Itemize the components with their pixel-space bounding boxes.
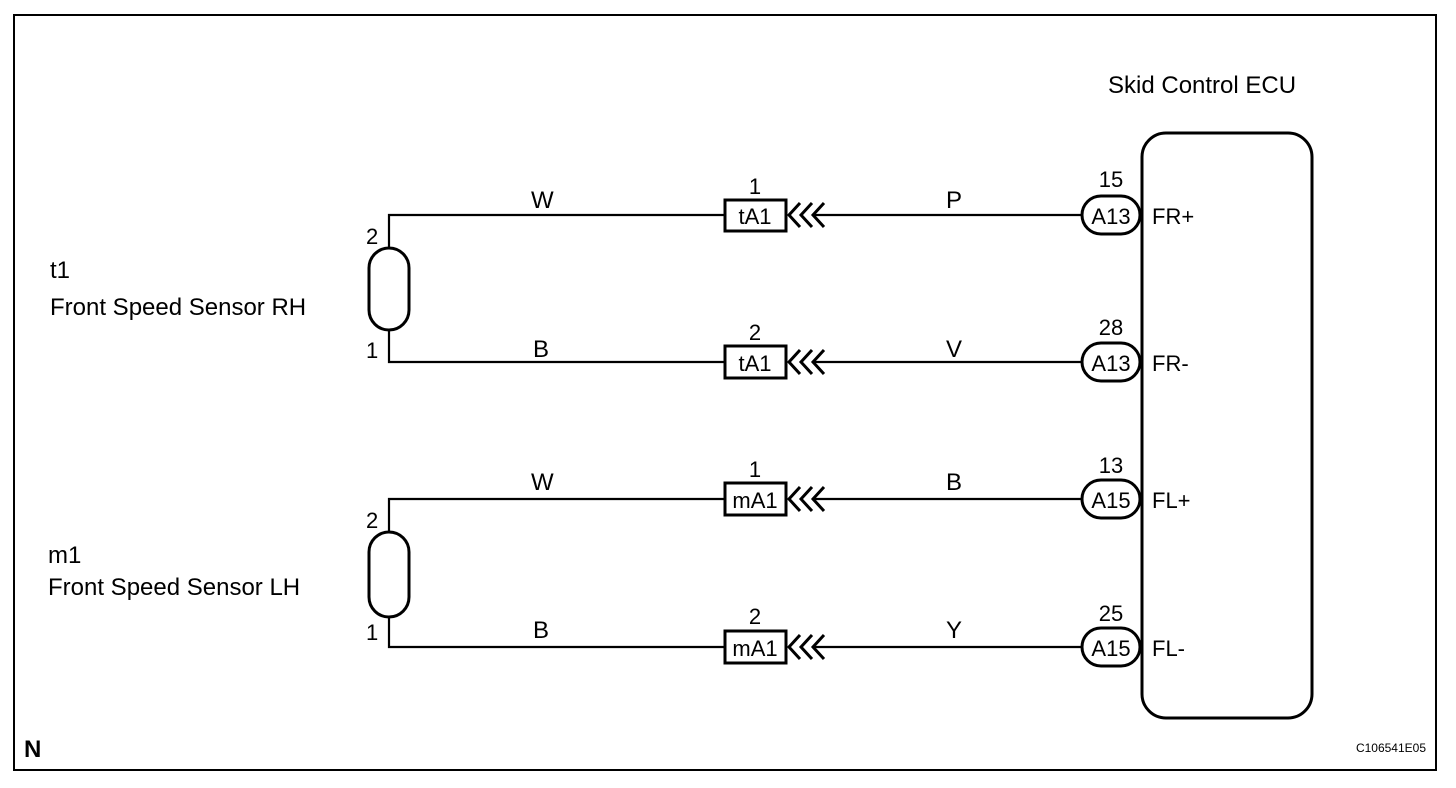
sensor-name: Front Speed Sensor LH bbox=[48, 574, 300, 601]
sensor-pin-top: 2 bbox=[366, 224, 378, 249]
skid-control-ecu: Skid Control ECU bbox=[1108, 72, 1314, 720]
wire bbox=[387, 330, 725, 364]
junction-connector-label: mA1 bbox=[732, 636, 777, 661]
sensor-lh: m1 Front Speed Sensor LH 2 1 bbox=[48, 508, 411, 645]
ecu-signal-label: FR- bbox=[1152, 351, 1189, 376]
wire-color-label: B bbox=[946, 469, 962, 496]
junction-pin-label: 1 bbox=[749, 174, 761, 199]
sensor-pin-bottom: 1 bbox=[366, 620, 378, 645]
sensor-name: Front Speed Sensor RH bbox=[50, 294, 306, 321]
wire bbox=[387, 497, 725, 532]
junction-connector bbox=[723, 481, 788, 517]
ecu-body bbox=[1140, 131, 1314, 720]
junction-connector bbox=[723, 344, 788, 380]
wire bbox=[387, 213, 725, 248]
sensor-rh: t1 Front Speed Sensor RH 2 1 bbox=[50, 224, 411, 363]
ecu-signal-label: FL+ bbox=[1152, 488, 1191, 513]
sensor-code: t1 bbox=[50, 257, 70, 284]
ecu-connector-label: A15 bbox=[1091, 488, 1130, 513]
diagram-frame bbox=[13, 14, 1437, 771]
wire-color-label: W bbox=[531, 469, 554, 496]
junction-connector-label: mA1 bbox=[732, 488, 777, 513]
figure-code: C106541E05 bbox=[1356, 741, 1426, 755]
ecu-connector bbox=[1080, 341, 1142, 383]
ecu-connector bbox=[1080, 626, 1142, 668]
ecu-signal-label: FL- bbox=[1152, 636, 1185, 661]
sensor-pin-top: 2 bbox=[366, 508, 378, 533]
wire-color-label: B bbox=[533, 336, 549, 363]
ecu-connector bbox=[1080, 478, 1142, 520]
ecu-pin-label: 28 bbox=[1099, 315, 1123, 340]
junction-connector bbox=[723, 198, 788, 233]
junction-connector-label: tA1 bbox=[738, 204, 771, 229]
wire-color-label: V bbox=[946, 336, 962, 363]
wire-color-label: B bbox=[533, 617, 549, 644]
circuit-fl-plus: W mA1 1 B A15 13 FL+ bbox=[387, 453, 1191, 532]
circuit-fr-plus: W tA1 1 P A13 15 FR+ bbox=[387, 167, 1194, 248]
ecu-connector bbox=[1080, 194, 1142, 236]
circuit-fr-minus: B tA1 2 V A13 28 FR- bbox=[387, 315, 1189, 383]
frame-letter: N bbox=[24, 736, 41, 763]
sensor-code: m1 bbox=[48, 542, 81, 569]
circuit-fl-minus: B mA1 2 Y A15 25 FL- bbox=[387, 601, 1185, 668]
ecu-pin-label: 25 bbox=[1099, 601, 1123, 626]
wire-color-label: Y bbox=[946, 617, 962, 644]
ecu-pin-label: 13 bbox=[1099, 453, 1123, 478]
wire-color-label: W bbox=[531, 187, 554, 214]
ecu-connector-label: A13 bbox=[1091, 204, 1130, 229]
ecu-connector-label: A13 bbox=[1091, 351, 1130, 376]
sensor-body bbox=[367, 246, 411, 332]
junction-pin-label: 2 bbox=[749, 320, 761, 345]
junction-connector bbox=[723, 629, 788, 665]
ecu-connector-label: A15 bbox=[1091, 636, 1130, 661]
sensor-pin-bottom: 1 bbox=[366, 338, 378, 363]
junction-pin-label: 1 bbox=[749, 457, 761, 482]
junction-pin-label: 2 bbox=[749, 604, 761, 629]
ecu-title: Skid Control ECU bbox=[1108, 72, 1296, 99]
ecu-signal-label: FR+ bbox=[1152, 204, 1194, 229]
sensor-body bbox=[367, 530, 411, 619]
wire-color-label: P bbox=[946, 187, 962, 214]
wire bbox=[387, 617, 725, 649]
ecu-pin-label: 15 bbox=[1099, 167, 1123, 192]
junction-connector-label: tA1 bbox=[738, 351, 771, 376]
